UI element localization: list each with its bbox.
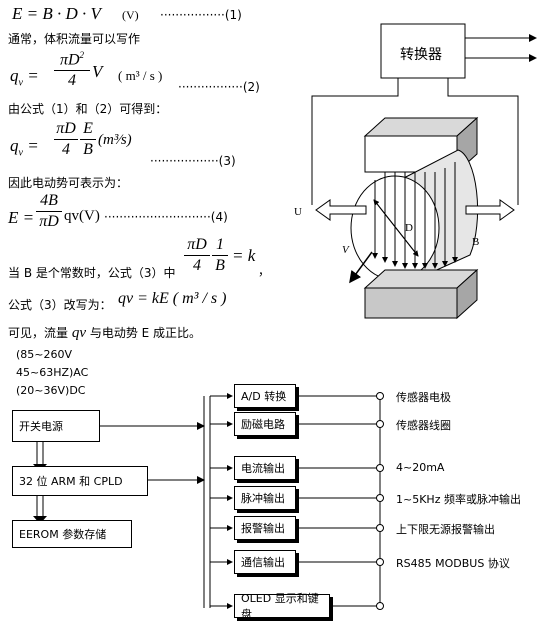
out-pulse: 1~5KHz 频率或脉冲输出 xyxy=(396,493,521,506)
block-oled-keyboard: OLED 显示和键盘 xyxy=(234,592,330,621)
label-d: D xyxy=(405,222,413,234)
block-excitation: 励磁电路 xyxy=(234,412,296,436)
out-current: 4~20mA xyxy=(396,461,445,474)
converter-label: 转换器 xyxy=(400,47,442,63)
equation-2-v: V xyxy=(92,62,103,81)
block-comm-output: 通信输出 xyxy=(234,550,296,574)
block-power: 开关电源 xyxy=(12,410,100,442)
block-alarm-output: 报警输出 xyxy=(234,516,296,540)
wire-left xyxy=(311,78,399,205)
out-comm: RS485 MODBUS 协议 xyxy=(396,557,510,570)
out-sensor-electrode: 传感器电极 xyxy=(396,391,451,404)
equation-5-rhs: = k xyxy=(232,246,256,265)
text-visible: 可见，流量 qv 与电动势 E 成正比。 xyxy=(8,325,202,341)
power-spec-1: (85~260V xyxy=(16,348,73,361)
equation-4-lhs: E = xyxy=(8,208,35,227)
equation-2-number: ·················(2) xyxy=(178,80,260,94)
terminal-circles xyxy=(376,392,384,610)
equation-4-rhs: qv(V) xyxy=(64,208,100,224)
text-usually: 通常，体积流量可以写作 xyxy=(8,32,141,46)
equation-5-comma: ， xyxy=(258,264,271,278)
equation-4-number: ····························(4) xyxy=(104,210,228,224)
equation-2-unit: ( m³ / s ) xyxy=(118,68,163,83)
text-emf: 因此电动势可表示为： xyxy=(8,176,129,190)
label-b: B xyxy=(472,236,480,248)
electrode-arrow-left xyxy=(315,199,367,221)
text-when-b: 当 B 是个常数时，公式（3）中 xyxy=(8,266,176,280)
block-eerom: EEROM 参数存储 xyxy=(12,520,132,548)
label-v: V xyxy=(342,244,349,256)
equation-3-unit: (m³⁄s) xyxy=(98,132,132,148)
equation-2-lhs: qv = xyxy=(10,66,39,89)
bus-arrows xyxy=(210,393,233,609)
equation-6: qv = kE ( m³ / s ) xyxy=(118,290,227,307)
block-current-output: 电流输出 xyxy=(234,456,296,480)
out-sensor-coil: 传感器线圈 xyxy=(396,419,451,432)
power-spec-2: 45~63HZ)AC xyxy=(16,366,89,379)
power-spec-3: (20~36V)DC xyxy=(16,384,86,397)
velocity-arrow xyxy=(349,251,373,284)
equation-2-fraction: πD2 4 xyxy=(54,50,90,90)
converter-box xyxy=(380,23,466,79)
equation-3-number: ··················(3) xyxy=(150,154,236,168)
output-lines xyxy=(296,395,377,607)
equation-1-number: ·················(1) xyxy=(160,8,242,22)
equation-3-lhs: qv = xyxy=(10,136,39,159)
bottom-pole-front xyxy=(364,287,458,319)
label-u: U xyxy=(294,206,302,218)
block-cpu: 32 位 ARM 和 CPLD xyxy=(12,466,148,496)
block-ad-converter: A/D 转换 xyxy=(234,384,296,408)
text-from: 由公式（1）和（2）可得到： xyxy=(8,102,168,116)
block-pulse-output: 脉冲输出 xyxy=(234,486,296,510)
text-rewrite: 公式（3）改写为： xyxy=(8,298,112,312)
wire-right xyxy=(447,78,519,205)
out-alarm: 上下限无源报警输出 xyxy=(396,523,495,536)
equation-1-unit: (V) xyxy=(122,8,139,22)
electrode-arrow-right xyxy=(465,199,515,221)
equation-1: E = B · D · V xyxy=(12,4,101,23)
